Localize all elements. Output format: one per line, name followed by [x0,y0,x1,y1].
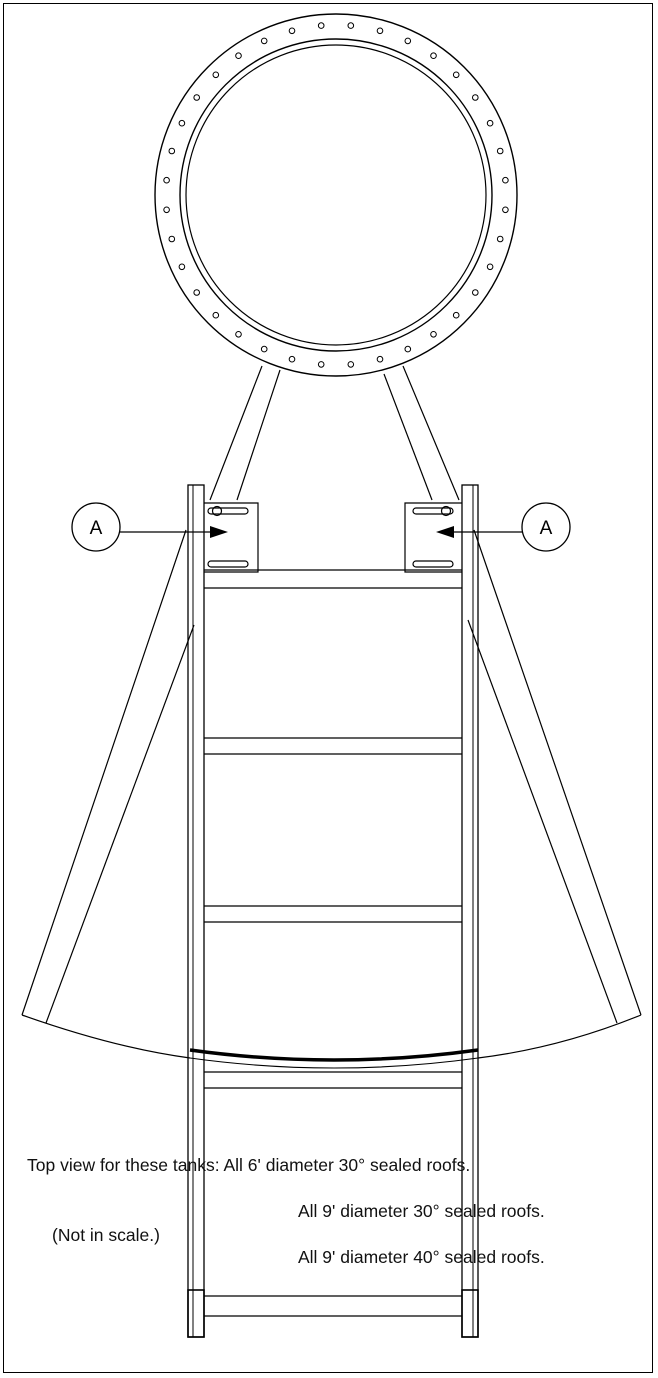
figure-border [3,3,653,1373]
caption-line-2: All 9' diameter 30° sealed roofs. [298,1201,545,1221]
bolt-hole [193,94,200,101]
bolt-hole [376,355,384,363]
bolt-hole [178,119,186,127]
bracket-right [404,502,462,573]
bolt-hole [404,345,412,353]
callout-right: A [436,502,571,552]
bolt-hole [235,331,242,338]
bolt-hole [376,27,384,35]
bolt-hole [486,119,494,127]
bolt-hole [496,147,504,155]
ladder [187,484,479,1338]
bolt-hole [502,206,509,214]
bolt-hole [347,22,355,29]
bolt-hole [430,331,437,338]
callout-left: A [71,502,228,552]
bolt-hole [452,311,460,319]
bolt-hole [163,176,170,184]
flange-support-arms [209,365,460,501]
caption-line-1: Top view for these tanks: All 6' diamete… [27,1155,471,1175]
bolt-hole [288,27,296,35]
bolt-hole [404,37,412,45]
ladder-rungs [204,569,462,1317]
flange-bolt-holes [163,22,509,368]
bolt-hole [347,361,355,368]
callout-left-label: A [90,518,103,539]
bolt-hole [472,289,479,296]
bolt-hole [193,289,200,296]
bolt-hole [288,355,296,363]
bolt-hole [168,147,176,155]
bolt-hole [178,263,186,271]
bolt-hole [317,22,325,29]
bolt-hole [496,235,504,243]
roof-section [21,529,642,1069]
bolt-hole [502,176,509,184]
bolt-hole [212,311,220,319]
bolt-hole [168,235,176,243]
bracket-left [204,502,259,573]
bolt-hole [486,263,494,271]
bolt-hole [260,345,268,353]
bolt-hole [317,361,325,368]
manway-flange [154,13,518,377]
callout-right-label: A [540,518,553,539]
bolt-hole [212,71,220,79]
bolt-hole [260,37,268,45]
bolt-hole [235,52,242,60]
caption-note: (Not in scale.) [52,1225,160,1245]
bolt-hole [472,94,479,101]
bolt-hole [430,52,437,60]
bolt-hole [452,71,460,79]
bolt-hole [163,206,170,214]
caption-line-3: All 9' diameter 40° sealed roofs. [298,1247,545,1267]
